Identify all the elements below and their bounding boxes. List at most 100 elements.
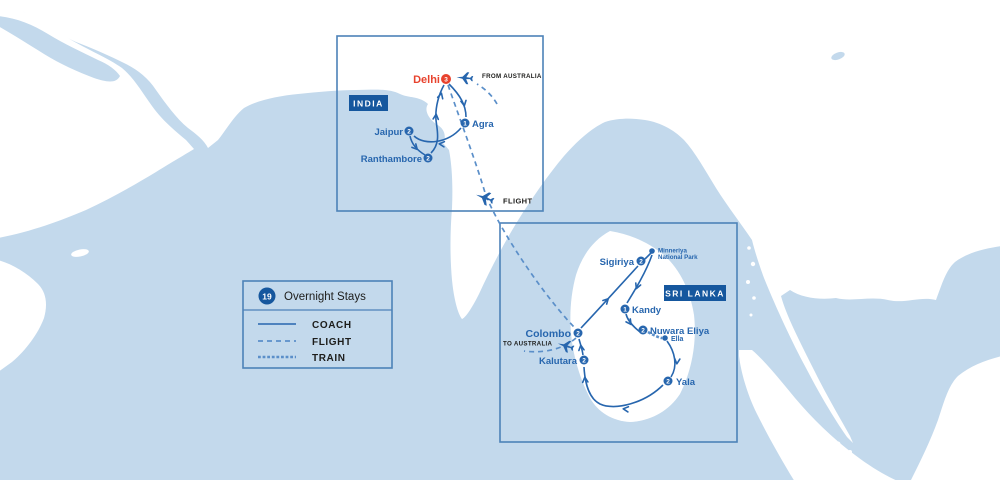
lake [831,51,845,61]
coach-routes [409,83,676,408]
stop-label-agra: Agra [472,119,494,130]
annotations: FROM AUSTRALIA FLIGHT TO AUSTRALIA [482,73,553,348]
stop-label-kandy: Kandy [632,305,662,316]
island-dot [750,261,756,267]
land-asia [0,0,1000,443]
route-delhi-agra [448,83,467,118]
flight-route-from-australia [476,83,498,105]
stop-marker-jaipur [404,126,414,136]
india-label-box [349,95,388,111]
island-dot [749,313,753,317]
stop-marker-kandy [620,304,630,314]
stop-marker-delhi [441,74,451,84]
stop-marker-kalutara [579,355,589,365]
nights-agra: 1 [463,121,467,128]
route-arrow [411,143,419,151]
india-label: INDIA [353,99,384,109]
nights-colombo: 2 [576,331,580,338]
route-arrow [581,376,589,384]
stop-label-kalutara: Kalutara [539,356,578,367]
plane-icon-arrival-delhi [456,72,474,85]
plane-icons [456,72,575,353]
stop-marker-colombo [573,328,583,338]
stop-label-yala: Yala [676,377,696,388]
legend-title: Overnight Stays [284,291,366,303]
stop-label-ranthambore: Ranthambore [361,154,422,165]
route-minneriya-kandy [626,254,653,304]
legend-train-label: TRAIN [312,353,346,364]
sri-lanka-inset-box [499,222,738,443]
route-arrow [460,99,467,107]
route-yala-kalutara [583,366,664,408]
sri-lanka-label-box [664,285,726,301]
route-arrow [578,344,585,352]
india-stops: 3 Delhi 1 Agra 2 Jaipur 2 Ranthambore [361,74,494,165]
stop-label-minneriya-line2: National Park [658,254,698,261]
land-arabia [0,4,194,238]
stop-marker-agra [460,118,470,128]
stop-marker-yala [663,376,673,386]
island-dot [835,441,841,447]
nights-ranthambore: 2 [426,156,430,163]
legend-coach-label: COACH [312,320,352,331]
overnight-stays-count: 19 [262,292,272,302]
route-arrow [432,113,440,121]
island-dot [746,280,750,284]
stop-label-sigiriya: Sigiriya [600,257,635,268]
stop-marker-sigiriya [636,256,646,266]
island-dot [747,246,751,250]
stop-label-jaipur: Jaipur [374,127,403,138]
route-arrow [625,318,632,326]
sri-lanka-stops: 2 Sigiriya Minneriya National Park 1 Kan… [526,248,710,389]
island-dot [848,450,852,454]
route-arrow [673,357,681,365]
stop-marker-ranthambore [423,153,433,163]
train-route-nuwara-eliya-ella [647,330,663,340]
route-arrow [438,140,446,148]
stop-label-ella: Ella [671,336,684,343]
stop-marker-ella [662,335,668,341]
region-labels: INDIA SRI LANKA [349,95,726,301]
land-sumatra [739,350,896,480]
stop-label-colombo: Colombo [526,328,572,340]
nights-nuwara-eliya: 2 [641,328,645,335]
legend-flight-label: FLIGHT [312,337,352,348]
route-colombo-sigiriya [580,265,639,329]
to-australia-label: TO AUSTRALIA [503,341,553,348]
land-horn-of-africa [0,260,46,371]
persian-gulf [0,16,120,82]
india-inset-box [336,35,544,212]
sri-lanka-label: SRI LANKA [665,289,725,299]
route-arrows [411,92,681,413]
nights-delhi: 3 [444,77,448,84]
from-australia-label: FROM AUSTRALIA [482,73,542,80]
nights-kalutara: 2 [582,358,586,365]
stop-marker-nuwara-eliya [638,325,648,335]
land-borneo [910,356,1000,480]
nights-jaipur: 2 [407,129,411,136]
island-socotra [71,249,89,257]
route-arrow [436,92,444,100]
route-arrow [622,405,630,413]
island-dot [825,434,829,438]
legend-box [242,280,393,369]
route-arrow [602,297,610,305]
nights-yala: 2 [666,379,670,386]
plane-icon-departure-colombo [557,340,575,353]
route-sigiriya-minneriya [644,252,652,260]
stop-label-nuwara-eliya: Nuwara Eliya [650,326,710,337]
legend: 19 Overnight Stays COACH FLIGHT TRAIN [242,280,393,369]
land-sri-lanka [570,231,695,422]
nights-sigiriya: 2 [639,259,643,266]
stop-label-delhi: Delhi [413,74,440,86]
overnight-stays-badge [258,287,276,305]
island-dot [752,296,756,300]
nights-kandy: 1 [623,307,627,314]
stop-label-minneriya-line1: Minneriya [658,248,687,255]
plane-icon-flight-delhi-colombo [476,192,495,206]
flight-label: FLIGHT [503,197,532,206]
route-arrow [634,282,642,290]
